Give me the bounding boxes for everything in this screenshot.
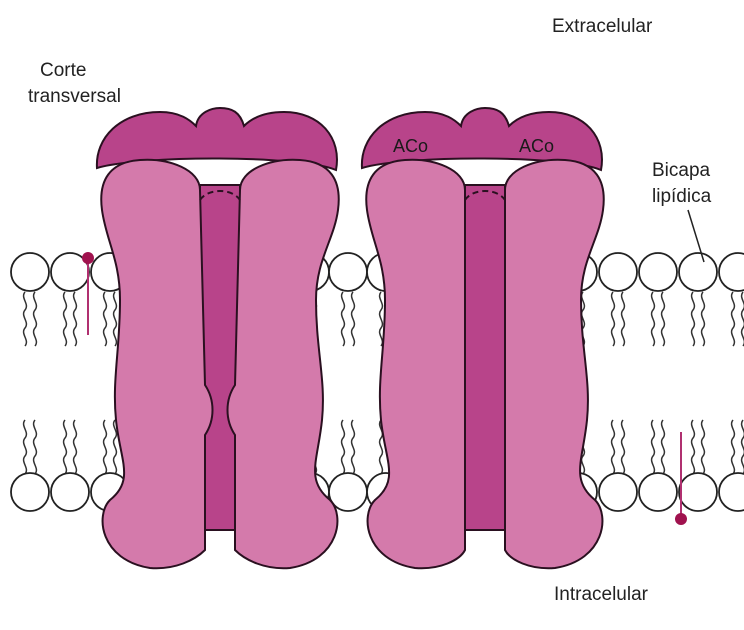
- lipid-head: [679, 253, 717, 291]
- protein-left-subunit: [101, 160, 212, 568]
- lipid-head: [11, 253, 49, 291]
- lipid-head: [679, 473, 717, 511]
- cross-section-label-line2: transversal: [28, 86, 121, 107]
- channel-protein-cross-section: [97, 108, 339, 568]
- lipid-head: [599, 473, 637, 511]
- protein2-core: [465, 185, 505, 530]
- binding-site-label-left: ACo: [393, 136, 428, 156]
- protein2-right-subunit: [505, 160, 604, 568]
- lipid-tails: [24, 420, 37, 474]
- bilayer-label-line1: Bicapa: [652, 160, 711, 181]
- lipid-tails: [612, 420, 625, 474]
- lipid-head: [719, 253, 744, 291]
- lipid-tails: [64, 420, 77, 474]
- lipid-head: [639, 473, 677, 511]
- lipid-tails: [692, 420, 705, 474]
- lipid-tails: [104, 292, 117, 346]
- bilayer-label-line2: lipídica: [652, 186, 712, 207]
- binding-site-label-right: ACo: [519, 136, 554, 156]
- lipid-tails: [612, 292, 625, 346]
- lipid-head: [599, 253, 637, 291]
- protein2-left-subunit: [366, 160, 465, 568]
- lipid-tails: [652, 292, 665, 346]
- lipid-tails: [692, 292, 705, 346]
- intracellular-label: Intracelular: [554, 584, 649, 605]
- lipid-head: [11, 473, 49, 511]
- lipid-head: [329, 253, 367, 291]
- lipid-head: [51, 473, 89, 511]
- lipid-tails: [652, 420, 665, 474]
- cross-section-label-line1: Corte: [40, 60, 86, 81]
- lipid-tails: [732, 292, 744, 346]
- lipid-head: [719, 473, 744, 511]
- channel-protein-with-binding-sites: ACo ACo: [362, 108, 604, 568]
- lipid-tails: [342, 420, 355, 474]
- lipid-head: [639, 253, 677, 291]
- protein-right-subunit: [228, 160, 339, 568]
- lipid-tails: [104, 420, 117, 474]
- lipid-tails: [732, 420, 744, 474]
- lipid-tails: [24, 292, 37, 346]
- lipid-tails: [342, 292, 355, 346]
- lipid-tails: [64, 292, 77, 346]
- extracellular-label: Extracelular: [552, 16, 653, 37]
